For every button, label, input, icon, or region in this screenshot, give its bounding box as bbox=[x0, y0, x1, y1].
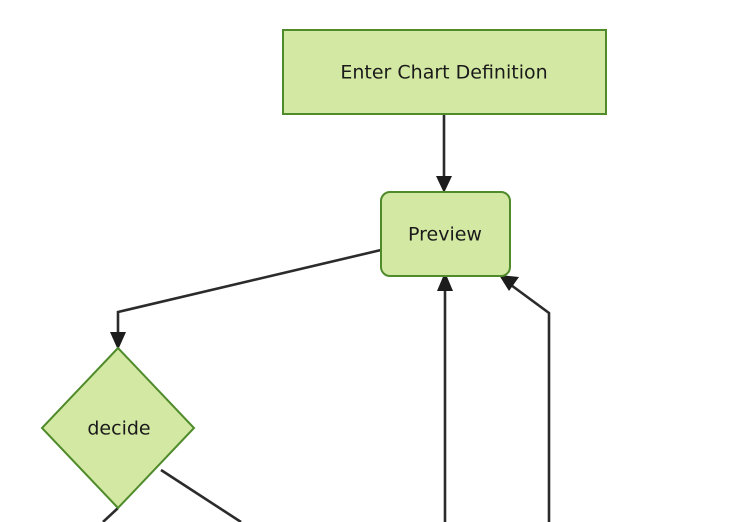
edge-decide-down-right bbox=[160, 468, 242, 522]
arrowhead-up-icon bbox=[437, 272, 453, 291]
arrowhead-down-icon bbox=[110, 332, 126, 350]
arrowhead-upleft-icon bbox=[499, 275, 519, 291]
node-preview-shape[interactable] bbox=[380, 191, 511, 277]
node-decide[interactable]: decide bbox=[40, 346, 196, 510]
node-preview-label: Preview bbox=[408, 224, 482, 246]
node-enter-chart-definition-label: Enter Chart Definition bbox=[340, 62, 547, 84]
node-enter-chart-definition-shape[interactable] bbox=[282, 29, 607, 115]
edge-return-center-to-preview bbox=[437, 272, 453, 522]
edge-preview-to-decide-line bbox=[116, 248, 382, 340]
edge-return-right-to-preview-line bbox=[510, 283, 551, 522]
arrowhead-down-icon bbox=[436, 176, 452, 193]
node-preview[interactable]: Preview bbox=[380, 191, 511, 277]
edge-decide-down-left-line bbox=[102, 507, 119, 522]
node-decide-label: decide bbox=[87, 418, 150, 440]
node-decide-shape[interactable] bbox=[40, 346, 196, 510]
edge-decide-down-left bbox=[102, 507, 119, 522]
node-enter-chart-definition[interactable]: Enter Chart Definition bbox=[282, 29, 607, 115]
edge-decide-down-right-line bbox=[160, 468, 242, 522]
edge-preview-to-decide bbox=[110, 248, 382, 350]
edge-return-right-to-preview bbox=[499, 275, 551, 522]
edge-enter-to-preview bbox=[436, 114, 452, 193]
